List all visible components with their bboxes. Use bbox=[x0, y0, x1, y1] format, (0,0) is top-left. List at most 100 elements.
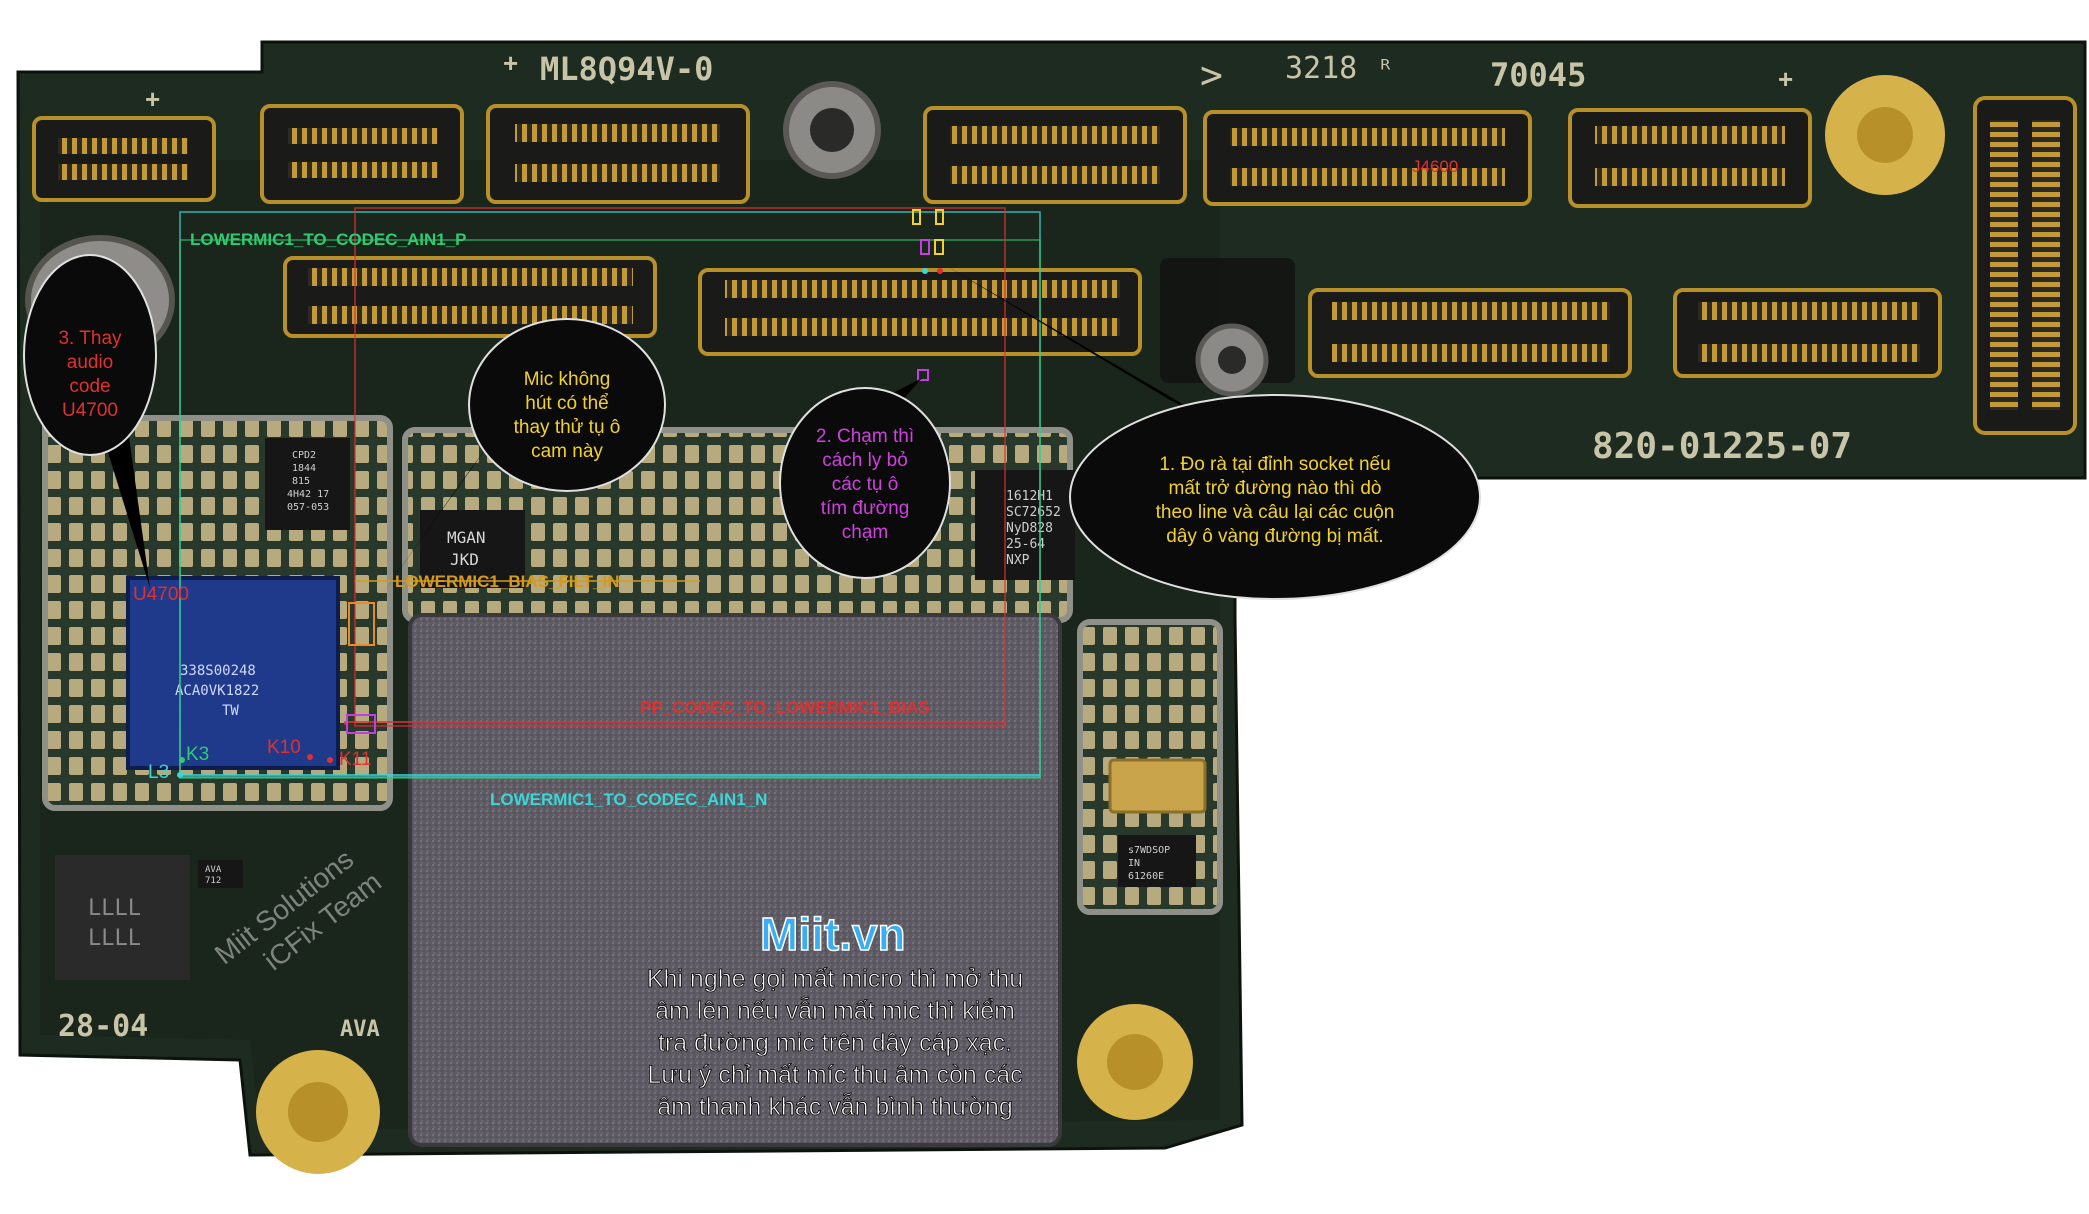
description-line-4: Lưu ý chỉ mất míc thu âm còn các bbox=[647, 1061, 1022, 1089]
mgan-chip bbox=[420, 510, 525, 588]
mid-connector-right-1 bbox=[1308, 288, 1632, 378]
net-label-bias: PP_CODEC_TO_LOWERMIC1_BIAS bbox=[640, 698, 930, 717]
callout-mic-line-1: Mic không bbox=[524, 369, 611, 390]
upper-chip-line-5: 057-053 bbox=[287, 502, 329, 513]
callout-step2-line-2: cách ly bỏ bbox=[822, 450, 908, 471]
callout-step3-line-2: audio bbox=[67, 352, 114, 373]
small-right-line-3: 61260E bbox=[1128, 871, 1164, 882]
description-line-3: tra đường mic trên dây cáp xạc. bbox=[658, 1029, 1012, 1057]
small-right-chip bbox=[1118, 835, 1196, 887]
nxp-line-3: NyD828 bbox=[1006, 521, 1053, 536]
test-point-purple-1 bbox=[920, 239, 930, 255]
silk-bottom-mark: AVA bbox=[340, 1017, 380, 1042]
description-block: Khi nghe gọi mất micro thì mở thu âm lên… bbox=[646, 965, 1023, 1122]
callout-step2: 2. Chạm thì cách ly bỏ các tụ ô tím đườn… bbox=[779, 378, 951, 579]
pad-k10 bbox=[307, 754, 313, 760]
top-connector-4 bbox=[923, 106, 1187, 204]
nxp-line-4: 25-64 bbox=[1006, 537, 1045, 552]
test-point-yellow-2 bbox=[935, 209, 944, 225]
upper-chip bbox=[265, 438, 350, 530]
callout-step2-line-4: tím đường bbox=[821, 498, 910, 519]
silk-lot: 70045 bbox=[1490, 56, 1586, 94]
silk-plus-2: + bbox=[1778, 64, 1793, 94]
callout-step2-line-5: chạm bbox=[842, 522, 888, 543]
callout-step3: 3. Thay audio code U4700 bbox=[23, 254, 157, 588]
standoff-mid bbox=[1160, 258, 1295, 397]
test-point-yellow-3 bbox=[934, 239, 944, 255]
top-connector-2 bbox=[260, 104, 464, 204]
codec-line-3: TW bbox=[222, 703, 239, 719]
callout-step1-line-3: theo line và câu lại các cuộn bbox=[1156, 502, 1395, 523]
mounting-hole-bottom-right bbox=[1077, 1004, 1193, 1120]
lower-left-line-1: LLLL bbox=[88, 896, 141, 921]
codec-line-1: 338S00248 bbox=[180, 663, 256, 679]
nxp-line-1: 1612H1 bbox=[1006, 489, 1053, 504]
codec-line-2: ACA0VK1822 bbox=[175, 683, 259, 699]
callout-mic-line-4: cam này bbox=[531, 441, 603, 462]
shielded-soc bbox=[408, 613, 1062, 1147]
connector-ref-label: J4600 bbox=[1412, 157, 1458, 176]
cap-orange-1 bbox=[348, 602, 375, 646]
net-label-p: LOWERMIC1_TO_CODEC_AIN1_P bbox=[190, 230, 466, 249]
callout-step1-line-2: mất trở đường nào thì dò bbox=[1169, 478, 1382, 499]
pin-l3-label: L3 bbox=[148, 762, 169, 783]
small-left-line-2: 712 bbox=[205, 876, 221, 886]
callout-mic-line-3: thay thử tụ ô bbox=[514, 417, 621, 438]
description-line-5: âm thanh khác vẫn bình thường bbox=[657, 1092, 1013, 1121]
mgan-line-1: MGAN bbox=[447, 528, 486, 547]
callout-step3-line-4: U4700 bbox=[62, 400, 118, 421]
small-left-chip bbox=[198, 860, 243, 888]
mounting-hole-top-right bbox=[1825, 75, 1945, 195]
cap-purple-left bbox=[346, 714, 376, 734]
net-bias-frame bbox=[354, 207, 1006, 727]
callout-step1-line-1: 1. Đo rà tại đỉnh socket nếu bbox=[1159, 454, 1390, 475]
callout-step3-line-3: code bbox=[69, 376, 110, 397]
lower-left-line-2: LLLL bbox=[88, 926, 141, 951]
mid-connector-right-2 bbox=[1673, 288, 1942, 378]
standoff-top bbox=[783, 81, 881, 179]
silk-model: ML8Q94V-0 bbox=[540, 50, 713, 88]
pad-k11 bbox=[327, 757, 333, 763]
description-line-2: âm lên nếu vẫn mất mic thì kiểm bbox=[655, 996, 1015, 1025]
small-right-line-1: s7WDSOP bbox=[1128, 845, 1170, 856]
audio-codec-chip bbox=[126, 576, 340, 770]
test-point-red-1 bbox=[937, 268, 943, 274]
callout-step2-line-3: các tụ ô bbox=[832, 474, 899, 495]
pin-k3-label: K3 bbox=[186, 744, 209, 765]
silk-part-number: 820-01225-07 bbox=[1592, 426, 1852, 467]
pin-k11-label: K11 bbox=[339, 749, 371, 770]
upper-chip-line-1: CPD2 bbox=[292, 450, 316, 461]
mid-connector-main bbox=[698, 268, 1142, 356]
callout-mic-cap: Mic không hút có thể thay thử tụ ô cam n… bbox=[372, 318, 666, 608]
vertical-connector-right bbox=[1973, 96, 2077, 435]
test-point-cyan-1 bbox=[922, 268, 928, 274]
callout-step2-line-1: 2. Chạm thì bbox=[816, 426, 914, 447]
net-label-n: LOWERMIC1_TO_CODEC_AIN1_N bbox=[490, 790, 767, 809]
callout-step1-line-4: dây ô vàng đường bị mất. bbox=[1166, 526, 1383, 547]
mgan-line-2: JKD bbox=[450, 550, 479, 569]
lower-left-chip bbox=[55, 855, 190, 980]
brand-logo: Miit.vn bbox=[760, 908, 906, 960]
small-left-line-1: AVA bbox=[205, 865, 222, 875]
mounting-hole-bottom-left bbox=[256, 1050, 380, 1174]
small-right-line-2: IN bbox=[1128, 858, 1140, 869]
net-n-frame bbox=[179, 239, 1041, 779]
connector-j4600 bbox=[1203, 110, 1532, 206]
test-point-purple-2 bbox=[917, 369, 929, 381]
nxp-line-2: SC72652 bbox=[1006, 505, 1061, 520]
silk-plus-1: + bbox=[145, 84, 160, 114]
silk-date-code: 3218 bbox=[1285, 51, 1357, 86]
silk-bottom-left: 28-04 bbox=[58, 1009, 148, 1044]
net-label-bias-filt: LOWERMIC1_BIAS_FILT_IN bbox=[395, 572, 619, 591]
pad-k3 bbox=[179, 757, 185, 763]
pad-l3 bbox=[177, 772, 183, 778]
inductor bbox=[1108, 758, 1207, 814]
nxp-line-5: NXP bbox=[1006, 553, 1030, 568]
codec-ref-label: U4700 bbox=[133, 584, 189, 605]
top-connector-1 bbox=[32, 116, 216, 202]
upper-chip-line-2: 1844 bbox=[292, 463, 316, 474]
silk-chevron: > bbox=[1200, 53, 1223, 97]
upper-chip-line-4: 4H42 17 bbox=[287, 489, 329, 500]
upper-chip-line-3: 815 bbox=[292, 476, 310, 487]
